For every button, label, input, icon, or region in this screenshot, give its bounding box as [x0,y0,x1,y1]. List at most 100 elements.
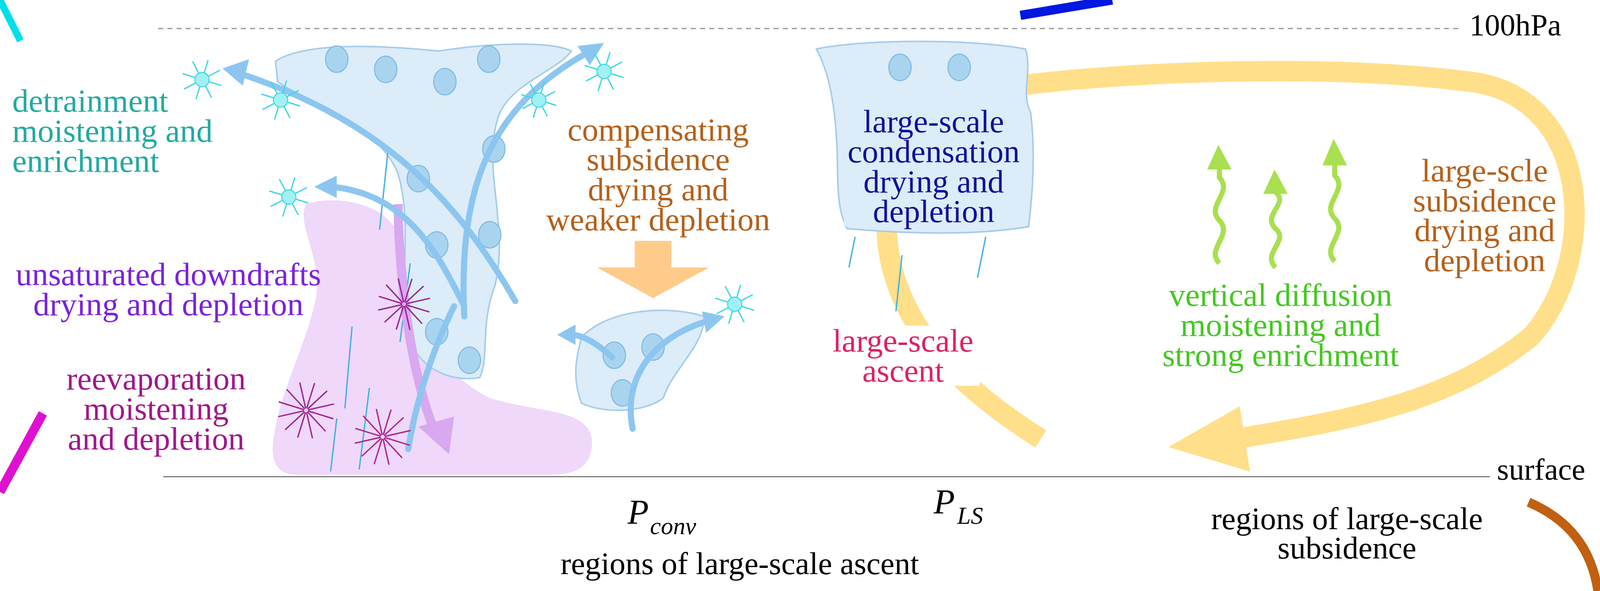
arrow-head [1207,144,1232,170]
star-ray [274,106,279,120]
star-ray [262,103,275,110]
star-ray [597,78,603,92]
star-dot [596,64,612,79]
star-ray [738,310,745,322]
diffusion-heads [1207,138,1347,194]
star-ray [308,403,335,410]
star-ray [184,82,196,89]
rain-streak [977,236,986,278]
process-label: large-scle subsidence drying and depleti… [1410,155,1559,276]
diffusion-arrows [1215,163,1339,268]
subsidence-arrow [596,240,710,298]
star-ray [610,61,622,68]
arrow-shaft [630,320,710,429]
star-ray [594,53,601,66]
reevaporation-star [378,277,430,330]
star-ray [406,298,430,304]
arrow-shaft [463,53,587,317]
stars [182,51,755,465]
star-ray [282,80,287,94]
region-label: regions of large-scale subsidence [1193,504,1500,563]
droplet [948,53,971,81]
star-ray [269,190,283,195]
arrow-head [1263,169,1288,194]
process-label: vertical diffusion moistening and strong… [1146,279,1415,370]
star-ray [715,297,729,302]
shallow-cloud [575,310,705,411]
star-ray [306,411,313,438]
star-dot [281,189,297,205]
star-ray [208,81,222,86]
droplet [374,56,398,83]
wavy-shaft [1215,167,1224,264]
star-ray [533,106,537,118]
star-ray [376,408,383,435]
droplet [888,53,912,81]
droplet [325,45,349,73]
rain-streak [379,153,388,230]
rain-streak [359,387,370,470]
arrow-shaft [408,305,454,449]
star-ray [299,382,306,409]
star-ray [383,438,389,465]
process-label: unsaturated downdrafts drying and deplet… [9,259,328,320]
star-ray [716,307,729,314]
stratiform-cloud [816,41,1034,233]
arrow-shaft [331,186,465,306]
subscript-label: LS [957,504,984,527]
rain-streak [848,236,855,268]
star-ray [522,103,533,109]
star-ray [725,285,732,298]
region-label: regions of large-scale ascent [520,548,960,579]
arrow-head [222,59,249,86]
downdraft-region [272,200,592,475]
detrainment-star [261,80,301,120]
star-ray [308,410,334,419]
arrow-head [557,324,576,346]
arrow-head [577,42,604,66]
star-ray [295,198,309,204]
star-ray [287,90,299,97]
droplet [433,68,457,95]
star-ray [283,106,290,118]
star-dot [194,72,210,87]
star-dot [531,92,547,108]
corner-mark [0,0,21,41]
process-label: large-scale ascent [826,325,980,386]
arrow-head [418,415,455,454]
star-dot [273,92,288,108]
star-ray [287,102,301,107]
star-ray [196,86,201,100]
arrow-head [596,267,710,298]
wavy-shaft [1271,191,1280,268]
star-ray [290,177,295,191]
star-dot [727,296,743,312]
star-ray [540,82,545,94]
star-ray [261,93,274,99]
star-ray [192,61,199,73]
star-ray [545,91,556,97]
reevaporation-star [354,408,411,465]
rain-streak [330,418,337,472]
star-ray [606,51,611,65]
arrow-shaft [634,240,672,267]
detrainment-star [715,284,755,324]
wavy-shaft [1330,163,1339,262]
star-ray [208,70,220,77]
detrainment-star [584,51,624,92]
arrow-shaft [397,203,434,429]
downdraft-arrow [397,203,434,429]
process-label: reevaporation moistening and depletion [60,363,253,454]
circulation-head [1168,406,1250,472]
process-label: compensating subsidence drying and weake… [543,114,773,235]
arrow-head [702,310,725,333]
star-ray [736,284,741,298]
rain-streak [895,254,902,311]
star-ray [384,436,411,445]
subscript-label: conv [649,514,697,538]
process-label: large-scale condensation drying and depl… [843,106,1024,227]
star-ray [295,187,307,194]
droplet [477,45,501,73]
star-ray [521,94,533,99]
